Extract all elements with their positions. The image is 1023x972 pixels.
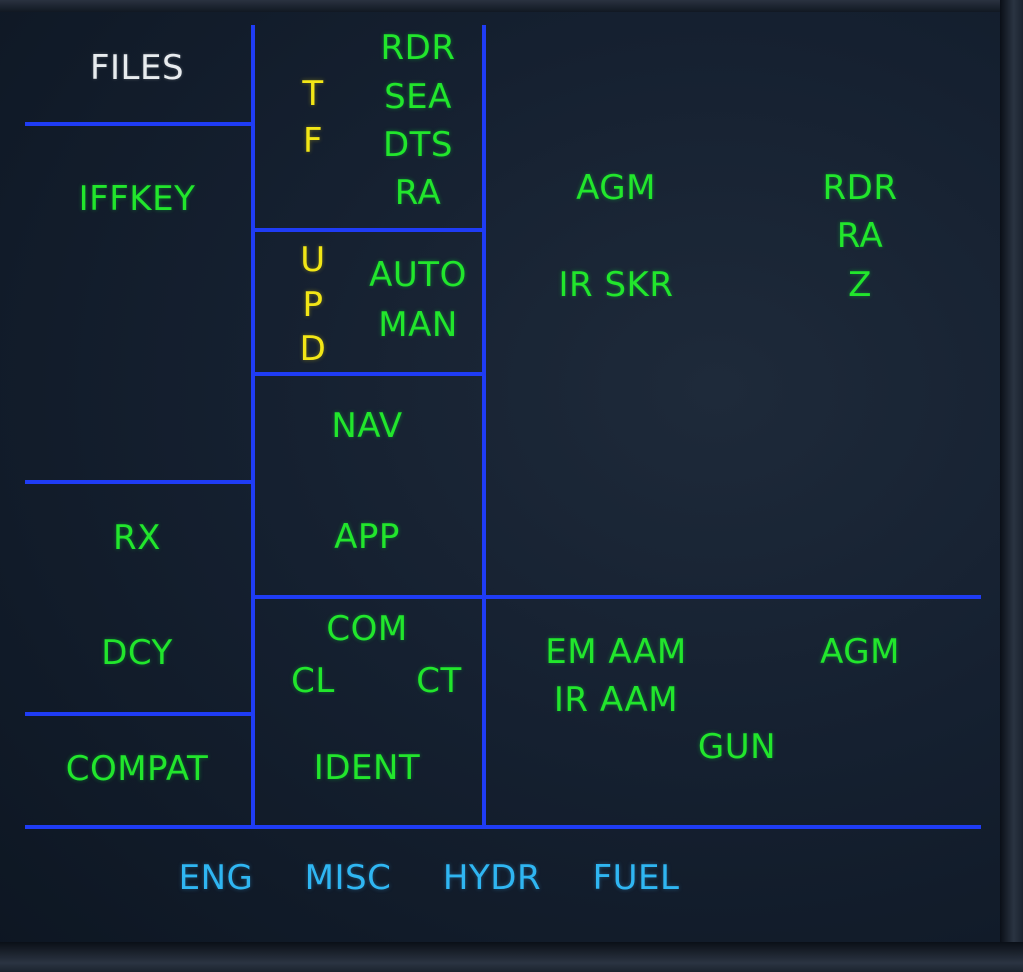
divider-iffkey xyxy=(25,480,253,484)
fuel-button[interactable]: FUEL xyxy=(592,858,680,898)
divider-files xyxy=(25,122,253,126)
ir-skr-button[interactable]: IR SKR xyxy=(558,265,674,305)
rdr-button-right[interactable]: RDR xyxy=(822,168,898,208)
tf-label-t: T xyxy=(302,74,324,114)
bezel-bottom xyxy=(0,942,1023,972)
divider-bottom xyxy=(25,825,981,829)
divider-middle xyxy=(253,595,981,599)
divider-col-2 xyxy=(482,25,486,829)
divider-tf xyxy=(253,228,484,232)
bezel-top xyxy=(0,0,1023,12)
com-button[interactable]: COM xyxy=(326,609,408,649)
eng-button[interactable]: ENG xyxy=(178,858,254,898)
bezel-right xyxy=(1000,0,1023,972)
divider-dcy xyxy=(25,712,253,716)
divider-col-1 xyxy=(251,25,255,829)
tf-label-f: F xyxy=(302,121,324,161)
compat-button[interactable]: COMPAT xyxy=(65,749,209,789)
upd-man-button[interactable]: MAN xyxy=(378,305,458,345)
gun-button[interactable]: GUN xyxy=(697,727,777,767)
iffkey-button[interactable]: IFFKEY xyxy=(78,179,196,219)
agm-button-upper[interactable]: AGM xyxy=(576,168,656,208)
ir-aam-button[interactable]: IR AAM xyxy=(553,680,679,720)
nav-button[interactable]: NAV xyxy=(331,406,403,446)
z-button[interactable]: Z xyxy=(848,265,872,305)
upd-label-u: U xyxy=(300,240,326,280)
misc-button[interactable]: MISC xyxy=(304,858,392,898)
app-button[interactable]: APP xyxy=(334,517,400,557)
ct-button[interactable]: CT xyxy=(416,661,462,701)
upd-label-p: P xyxy=(302,285,324,325)
cl-button[interactable]: CL xyxy=(291,661,335,701)
upd-label-d: D xyxy=(299,329,327,369)
rx-button[interactable]: RX xyxy=(113,518,161,558)
tf-dts-button[interactable]: DTS xyxy=(382,125,454,165)
agm-button-lower[interactable]: AGM xyxy=(820,632,900,672)
tf-sea-button[interactable]: SEA xyxy=(384,77,452,117)
hydr-button[interactable]: HYDR xyxy=(442,858,542,898)
upd-auto-button[interactable]: AUTO xyxy=(369,255,467,295)
ident-button[interactable]: IDENT xyxy=(313,748,421,788)
tf-ra-button[interactable]: RA xyxy=(394,173,442,213)
files-button[interactable]: FILES xyxy=(89,48,185,88)
em-aam-button[interactable]: EM AAM xyxy=(545,632,687,672)
tf-rdr-button[interactable]: RDR xyxy=(380,28,456,68)
divider-upd xyxy=(253,372,484,376)
dcy-button[interactable]: DCY xyxy=(101,633,173,673)
ra-button-right[interactable]: RA xyxy=(836,216,884,256)
